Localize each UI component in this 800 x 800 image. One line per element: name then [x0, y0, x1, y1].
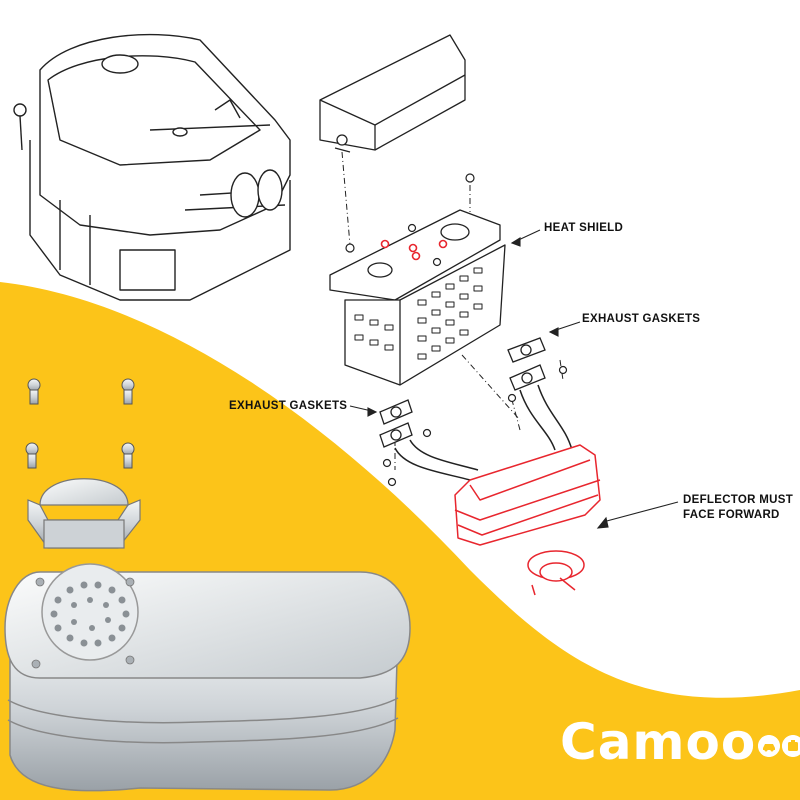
label-exhaust-gaskets-lower: EXHAUST GASKETS: [229, 400, 348, 412]
leader-arrows: [349, 229, 679, 529]
exhaust-gaskets-drawing: [379, 337, 546, 448]
heat-shield-cover-drawing: [319, 34, 466, 153]
screw-1: [27, 378, 41, 405]
screw-3: [25, 442, 39, 469]
brand-name: Camoo: [560, 713, 757, 771]
deflector-drawing: [527, 550, 585, 596]
engine-icon: [782, 735, 800, 757]
car-icon: [758, 735, 781, 757]
muffler-photo: [4, 563, 411, 792]
muffler-rivets: [31, 577, 135, 669]
label-exhaust-gaskets-upper: EXHAUST GASKETS: [582, 313, 701, 325]
screw-4: [121, 442, 135, 469]
bolts-black: [345, 173, 568, 487]
label-deflector-line1: DEFLECTOR MUST: [683, 494, 794, 506]
deflector-photo: [27, 478, 141, 549]
heat-shield-drawing: [329, 209, 506, 386]
bolts-red: [380, 239, 448, 261]
brand-icons: [758, 735, 800, 757]
engine-drawing: [13, 33, 291, 301]
label-heat-shield: HEAT SHIELD: [544, 222, 624, 234]
label-deflector-line2: FACE FORWARD: [683, 509, 780, 521]
screws-hardware: [25, 378, 135, 469]
screw-2: [121, 378, 135, 405]
muffler-vent-holes: [50, 581, 130, 647]
muffler-drawing: [394, 384, 601, 546]
brand-logo: Camoo: [560, 712, 800, 772]
